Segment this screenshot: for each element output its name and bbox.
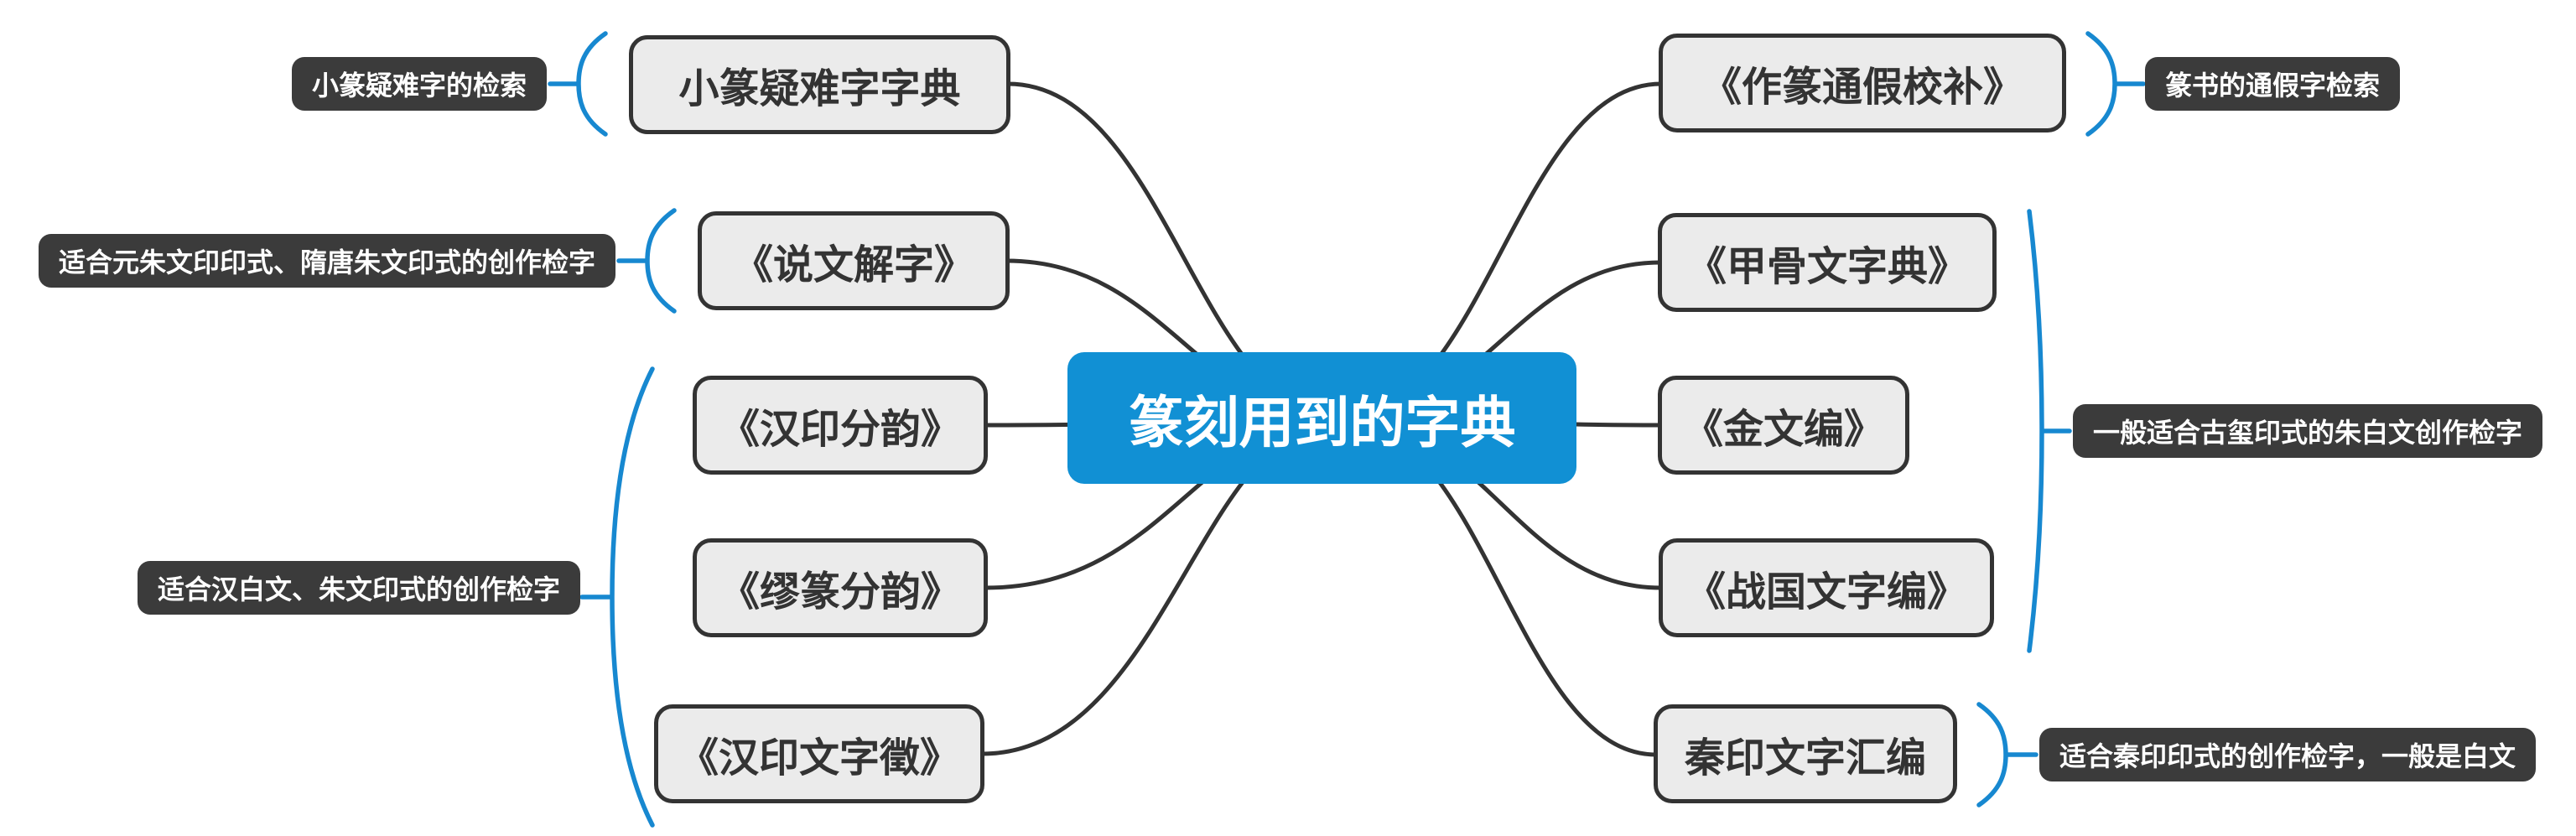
- callout-left-top[interactable]: 小篆疑难字的检索: [291, 57, 547, 111]
- right-node-2[interactable]: 《甲骨文字典》: [1658, 213, 1997, 312]
- right-node-1[interactable]: 《作篆通假校补》: [1659, 34, 2066, 132]
- left-node-2[interactable]: 《说文解字》: [698, 211, 1010, 310]
- left-node-1[interactable]: 小篆疑难字字典: [629, 35, 1010, 134]
- bracket-left-top: [548, 31, 608, 137]
- callout-right-group[interactable]: 一般适合古玺印式的朱白文创作检字: [2073, 404, 2543, 458]
- bracket-left-group: [579, 366, 655, 828]
- bracket-right-group: [2027, 209, 2072, 653]
- right-node-3[interactable]: 《金文编》: [1658, 376, 1909, 475]
- root-topic[interactable]: 篆刻用到的字典: [1067, 352, 1576, 484]
- right-node-4[interactable]: 《战国文字编》: [1659, 538, 1994, 637]
- callout-left-shuowen[interactable]: 适合元朱文印印式、隋唐朱文印式的创作检字: [39, 234, 616, 288]
- left-node-4[interactable]: 《缪篆分韵》: [693, 538, 988, 637]
- callout-right-bottom[interactable]: 适合秦印印式的创作检字，一般是白文: [2039, 728, 2537, 781]
- left-node-5[interactable]: 《汉印文字徵》: [654, 704, 984, 803]
- left-node-3[interactable]: 《汉印分韵》: [693, 376, 988, 475]
- right-node-5[interactable]: 秦印文字汇编: [1654, 704, 1957, 803]
- bracket-right-bottom: [1976, 702, 2038, 807]
- callout-left-group[interactable]: 适合汉白文、朱文印式的创作检字: [137, 561, 580, 615]
- bracket-left-shuowen: [616, 208, 677, 314]
- bracket-right-top: [2085, 31, 2146, 137]
- callout-right-top[interactable]: 篆书的通假字检索: [2145, 57, 2401, 111]
